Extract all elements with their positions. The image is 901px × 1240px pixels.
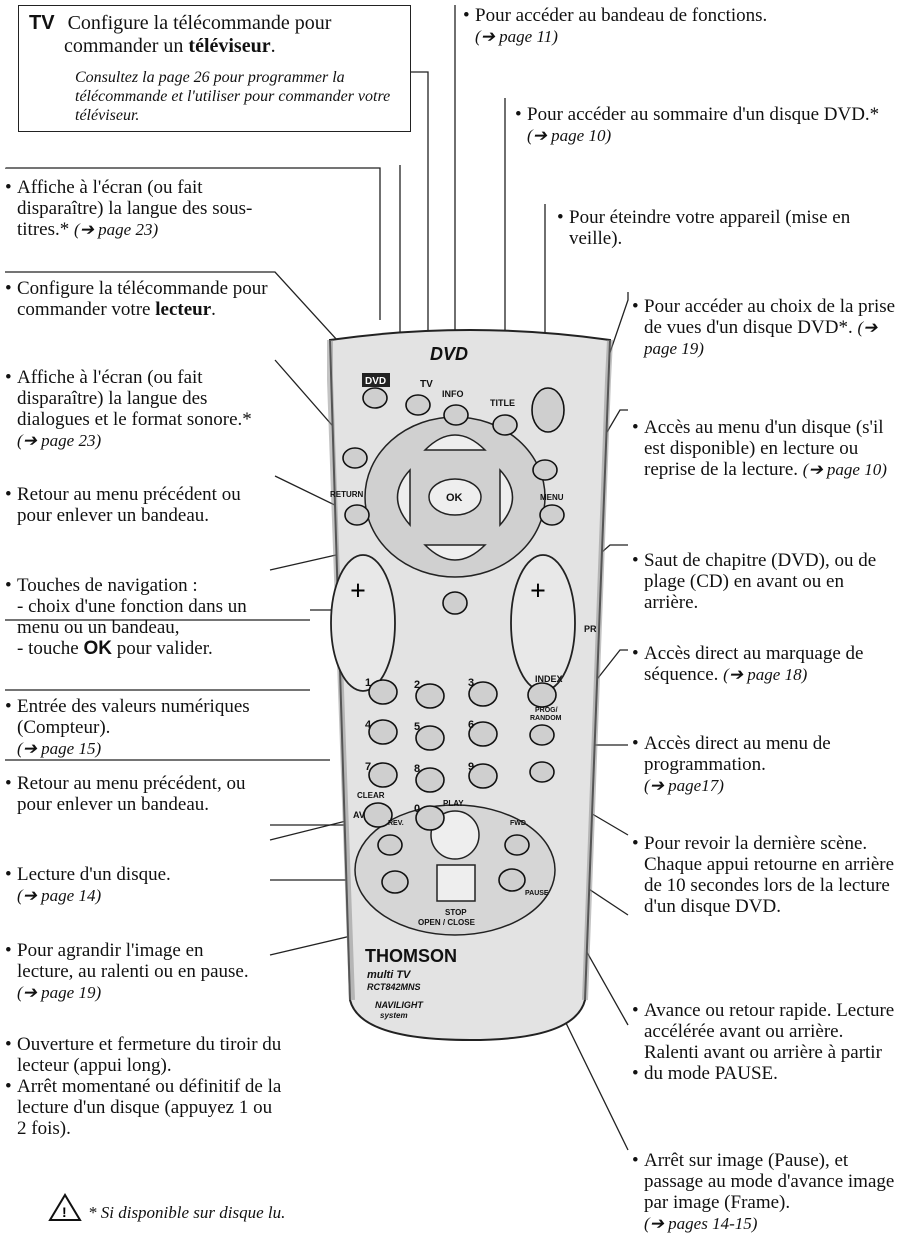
svg-text:7: 7 [365, 761, 371, 773]
callout-stop: •Ouverture et fermeture du tiroir du lec… [5, 1034, 282, 1139]
callout-fast: •Avance ou retour rapide. Lecture accélé… [632, 1000, 895, 1084]
svg-text:3: 3 [468, 677, 474, 689]
callout-navigation: •Touches de navigation :- choix d'une fo… [5, 575, 247, 659]
index-key-label: INDEX [535, 674, 563, 684]
av-key-label: AV [353, 810, 365, 820]
random-key-label: RANDOM [530, 715, 562, 722]
svg-text:8: 8 [414, 763, 420, 775]
callout-index: •Accès direct au marquage de séquence. (… [632, 643, 864, 685]
callout-prog: •Accès direct au menu de programmation.(… [632, 733, 831, 795]
pause-key-label: PAUSE [525, 890, 549, 897]
callout-pause: •Arrêt sur image (Pause), et passage au … [632, 1150, 895, 1233]
model-number: RCT842MNS [367, 982, 421, 992]
callout-play: •Lecture d'un disque.(➔ page 14) [5, 864, 171, 905]
callout-title: •Pour accéder au sommaire d'un disque DV… [515, 104, 880, 145]
tv-info-box: TV Configure la télécommande pour comman… [18, 5, 411, 132]
callout-clear: •Retour au menu précédent, ou pour enlev… [5, 773, 246, 815]
pr-key-label: PR [584, 624, 597, 634]
tv-box-line2-pre: commander un [64, 35, 189, 57]
play-key-label: PLAY [443, 799, 464, 808]
round-buttons [342, 387, 565, 894]
tv-box-line2-post: . [270, 35, 276, 57]
tv-tag: TV [29, 12, 55, 34]
dvd-logo: DVD [430, 344, 468, 364]
callout-subtitles: •Affiche à l'écran (ou fait disparaître)… [5, 177, 253, 240]
callout-dvd-mode: •Configure la télécommande pour commande… [5, 278, 268, 320]
rev-key-label: REV. [388, 820, 404, 827]
callout-angle: •Pour accéder au choix de la prise de vu… [632, 296, 896, 358]
tv-box-note: Consultez la page 26 pour programmer la … [75, 69, 391, 124]
info-key-label: INFO [442, 389, 464, 399]
svg-text:1: 1 [365, 677, 371, 689]
callout-audio: •Affiche à l'écran (ou fait disparaître)… [5, 367, 252, 450]
volume-rocker[interactable] [330, 554, 396, 692]
svg-text:0: 0 [414, 803, 420, 815]
prog-key-label: PROG/ [535, 707, 558, 714]
warning-icon: ! [48, 1193, 82, 1221]
clear-key-label: CLEAR [357, 791, 385, 800]
open-close-key-label: OPEN / CLOSE [418, 918, 476, 927]
model-name: multi TV [367, 969, 412, 981]
svg-text:+: + [530, 576, 546, 607]
svg-text:6: 6 [468, 719, 474, 731]
callout-info: •Pour accéder au bandeau de fonctions.(➔… [463, 5, 768, 46]
callout-menu: •Accès au menu d'un disque (s'il est dis… [632, 417, 887, 480]
ok-key-label: OK [446, 492, 463, 504]
navilight-system: system [380, 1011, 408, 1020]
svg-text:+: + [350, 576, 366, 607]
callout-skip: •Saut de chapitre (DVD), ou de plage (CD… [632, 550, 877, 613]
callout-power: •Pour éteindre votre appareil (mise en v… [557, 207, 851, 249]
menu-key-label: MENU [540, 493, 564, 502]
svg-text:!: ! [62, 1204, 67, 1220]
brand-logo: THOMSON [365, 946, 457, 966]
tv-key-label: TV [420, 379, 433, 390]
footnote: * Si disponible sur disque lu. [88, 1203, 286, 1222]
stop-button[interactable] [436, 864, 476, 902]
title-key-label: TITLE [490, 398, 515, 408]
tv-box-line1: Configure la télécommande pour [67, 12, 332, 34]
svg-text:9: 9 [468, 761, 474, 773]
svg-text:5: 5 [414, 721, 420, 733]
dvd-key-label: DVD [365, 376, 386, 387]
svg-text:2: 2 [414, 679, 420, 691]
callout-numeric: •Entrée des valeurs numériques (Compteur… [5, 696, 250, 758]
ok-button[interactable] [428, 478, 482, 516]
return-key-label: RETURN [330, 490, 364, 499]
stop-key-label: STOP [445, 908, 467, 917]
navilight-logo: NAVILIGHT [375, 1000, 424, 1010]
svg-text:4: 4 [365, 719, 372, 731]
fwd-key-label: FWD. [510, 820, 528, 827]
tv-box-line2-bold: téléviseur [188, 35, 271, 57]
callout-zoom: •Pour agrandir l'image en lecture, au ra… [5, 940, 249, 1002]
callout-return: •Retour au menu précédent ou pour enleve… [5, 484, 241, 526]
callout-replay: •Pour revoir la dernière scène. Chaque a… [632, 833, 895, 917]
